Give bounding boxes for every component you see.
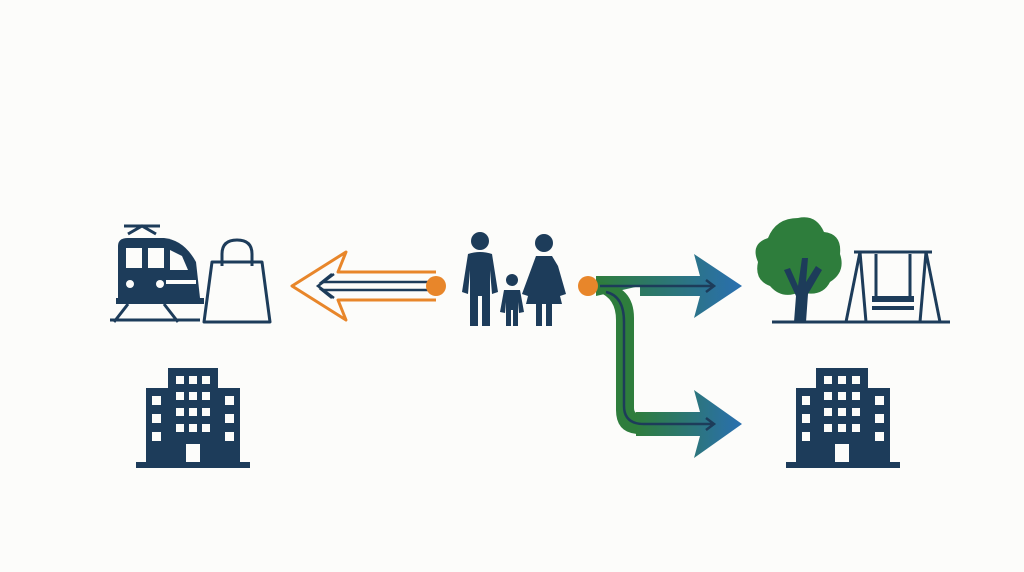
arrow-left bbox=[290, 250, 446, 322]
arrow-right-branch bbox=[578, 254, 742, 458]
family-icon bbox=[462, 232, 566, 326]
swing-set-icon bbox=[844, 250, 942, 323]
office-building-icon-right bbox=[786, 368, 900, 468]
train-icon bbox=[110, 224, 204, 323]
shopping-bag-icon bbox=[202, 238, 272, 324]
arrow-left-origin-dot bbox=[426, 276, 446, 296]
office-building-icon-left bbox=[136, 368, 250, 468]
arrow-right-origin-dot bbox=[578, 276, 598, 296]
